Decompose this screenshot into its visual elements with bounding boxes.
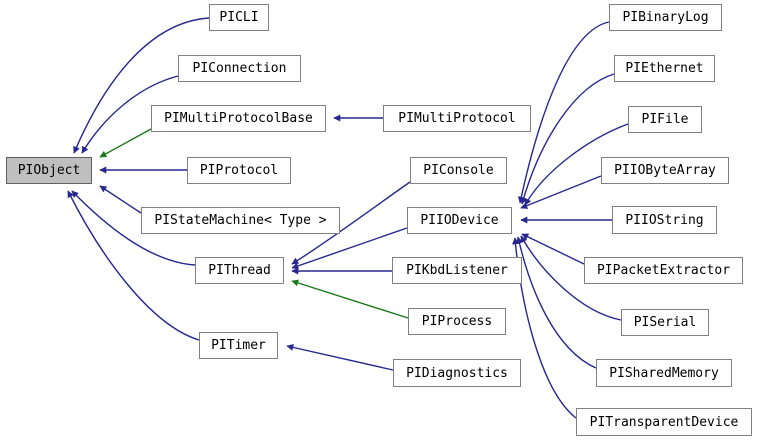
class-node-piethernet[interactable]: PIEthernet (614, 55, 715, 82)
class-node-label: PIProcess (421, 314, 493, 329)
class-node-label: PIKbdListener (406, 263, 508, 278)
class-node-label: PIDiagnostics (406, 365, 508, 381)
class-node-label: PIBinaryLog (622, 10, 709, 25)
class-node-label: PIConsole (423, 163, 494, 178)
class-node-label: PITransparentDevice (589, 414, 739, 430)
class-node-piiostring[interactable]: PIIOString (612, 206, 717, 234)
edge-pisharedmemory-to-piiodevice (515, 236, 597, 369)
edge-pistatemachine-to-piobject (99, 185, 142, 214)
class-node-pibinarylog[interactable]: PIBinaryLog (609, 4, 722, 31)
class-node-label: PIEthernet (625, 61, 704, 76)
class-node-piconnection[interactable]: PIConnection (178, 55, 301, 82)
class-node-label: PIIODevice (420, 213, 499, 228)
class-node-piconsole[interactable]: PIConsole (410, 157, 507, 184)
class-node-label: PISharedMemory (609, 365, 719, 381)
edge-piethernet-to-piiodevice (520, 73, 615, 205)
class-node-pitransparentdevice[interactable]: PITransparentDevice (576, 408, 752, 436)
class-node-label: PIMultiProtocolBase (164, 111, 313, 126)
class-node-pipacketextractor[interactable]: PIPacketExtractor (584, 257, 743, 284)
class-node-label: PIThread (208, 263, 271, 278)
class-node-pistatemachine[interactable]: PIStateMachine< Type > (141, 207, 340, 234)
edge-pitransparentdevice-to-piiodevice (512, 237, 577, 419)
class-node-label: PIProtocol (199, 163, 279, 178)
class-node-piiobytearray[interactable]: PIIOByteArray (601, 157, 729, 184)
class-node-label: PIObject (17, 163, 81, 178)
edge-piiodevice-to-pithread (291, 227, 408, 270)
edge-piconnection-to-piobject (81, 75, 179, 154)
class-node-label: PIIOString (625, 212, 704, 228)
edge-pitimer-to-piobject (67, 190, 200, 341)
class-node-piprotocol[interactable]: PIProtocol (187, 157, 291, 184)
class-node-label: PISerial (633, 315, 697, 330)
edge-pimultiprotocolbase-to-piobject (99, 128, 152, 158)
edge-pifile-to-piiodevice (524, 123, 629, 206)
class-node-pimultiprotocol[interactable]: PIMultiProtocol (383, 105, 531, 132)
class-node-pimultiprotocolbase[interactable]: PIMultiProtocolBase (151, 105, 326, 132)
class-node-label: PIPacketExtractor (596, 263, 731, 278)
edge-picli-to-piobject (73, 17, 210, 154)
edge-piconsole-to-pithread (291, 181, 411, 265)
edge-pithread-to-piobject (71, 190, 196, 266)
class-node-pikbdlistener[interactable]: PIKbdListener (392, 257, 522, 284)
class-node-pidiagnostics[interactable]: PIDiagnostics (393, 359, 521, 387)
edge-pibinarylog-to-piiodevice (517, 21, 610, 204)
class-node-piprocess[interactable]: PIProcess (408, 308, 506, 335)
edge-pidiagnostics-to-pitimer (286, 343, 394, 371)
class-node-piiodevice[interactable]: PIIODevice (407, 207, 512, 234)
edge-piiobytearray-to-piiodevice (520, 175, 602, 209)
class-node-label: PIConnection (192, 61, 287, 76)
class-node-label: PIStateMachine< Type > (154, 213, 327, 228)
class-node-picli[interactable]: PICLI (209, 4, 269, 31)
class-node-label: PIIOByteArray (614, 163, 716, 178)
class-node-pitimer[interactable]: PITimer (199, 332, 278, 359)
class-node-label: PIFile (641, 112, 689, 127)
edge-pipacketextractor-to-piiodevice (521, 233, 585, 265)
edge-piserial-to-piiodevice (520, 235, 622, 321)
class-node-label: PITimer (211, 338, 266, 353)
class-node-label: PIMultiProtocol (398, 111, 516, 126)
class-node-piobject[interactable]: PIObject (6, 157, 92, 184)
class-node-piserial[interactable]: PISerial (621, 309, 709, 336)
class-node-pisharedmemory[interactable]: PISharedMemory (596, 359, 732, 387)
class-node-pifile[interactable]: PIFile (628, 106, 702, 133)
class-node-label: PICLI (219, 10, 259, 25)
edge-piprocess-to-pithread (291, 279, 409, 319)
class-node-pithread[interactable]: PIThread (195, 257, 284, 284)
